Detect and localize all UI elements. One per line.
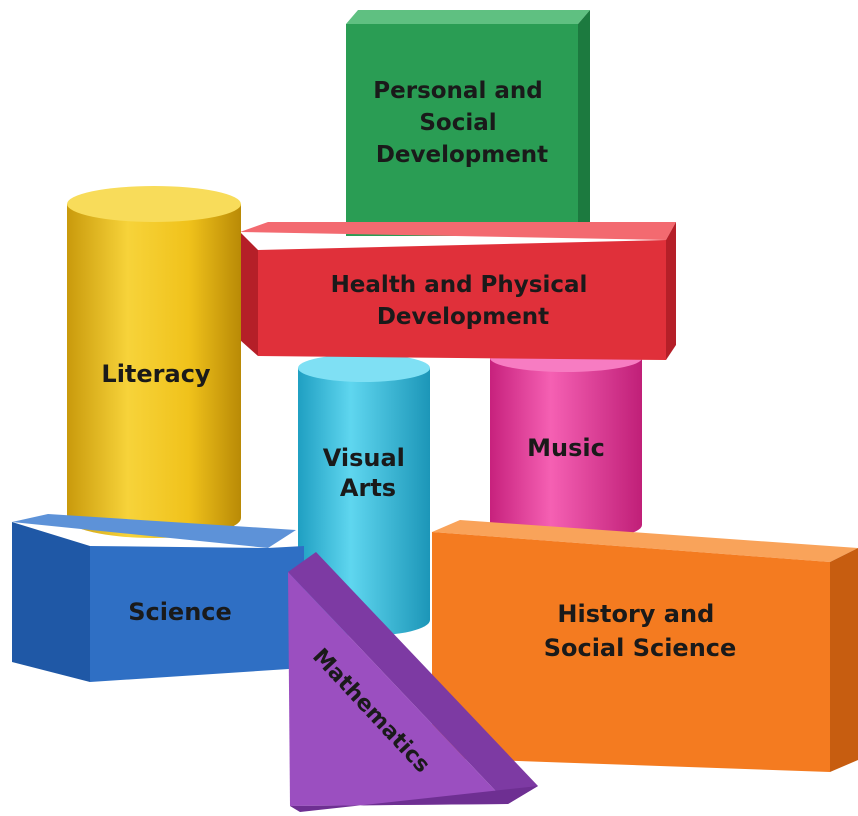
literacy-label: Literacy (101, 360, 211, 388)
history-social-label: History and Social Science (544, 600, 737, 662)
science-label: Science (128, 598, 232, 626)
health-physical-block: Health and Physical Development (240, 222, 676, 360)
music-label: Music (527, 434, 605, 462)
music-block: Music (490, 344, 642, 541)
visual-arts-label: Visual Arts (323, 444, 414, 502)
mathematics-block: Mathematics (288, 552, 538, 812)
health-physical-label: Health and Physical Development (331, 272, 596, 330)
personal-social-label: Personal and Social Development (373, 78, 550, 168)
literacy-block: Literacy (67, 186, 241, 538)
science-block: Science (12, 514, 304, 682)
personal-social-block: Personal and Social Development (346, 10, 590, 236)
history-social-block: History and Social Science (432, 520, 858, 772)
